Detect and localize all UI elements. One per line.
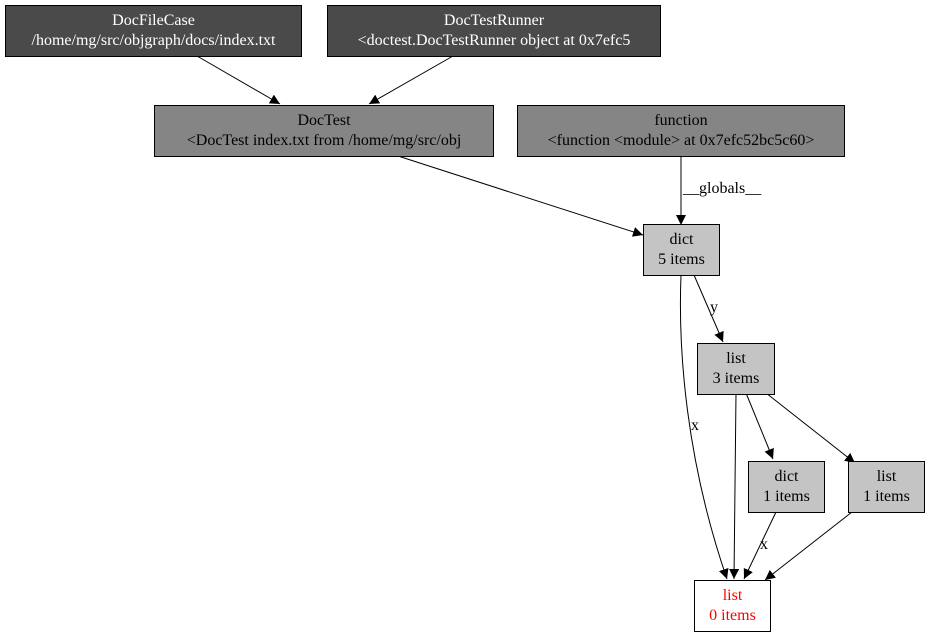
edge-doctestrunner-doctest xyxy=(368,55,454,105)
node-dict-5-items-title: dict xyxy=(669,231,694,248)
node-doctestrunner-detail: <doctest.DocTestRunner object at 0x7efc5 xyxy=(357,32,631,49)
node-list-3-items-detail: 3 items xyxy=(712,370,760,387)
node-list-1-items-detail: 1 items xyxy=(863,488,910,505)
edge-label-globals: __globals__ xyxy=(683,180,762,197)
node-dict-5-items-detail: 5 items xyxy=(658,251,705,268)
node-dict-5-items: dict 5 items xyxy=(643,224,720,276)
edge-label-x-short: x xyxy=(760,536,768,553)
node-doctest-detail: <DocTest index.txt from /home/mg/src/obj xyxy=(186,132,462,149)
edge-label-y: y xyxy=(710,299,718,316)
edge-docfilecase-doctest xyxy=(196,55,281,105)
edge-list3-list0 xyxy=(729,392,740,580)
node-doctest: DocTest <DocTest index.txt from /home/mg… xyxy=(154,105,494,157)
node-list-0-items: list 0 items xyxy=(694,580,771,632)
node-docfilecase: DocFileCase /home/mg/src/objgraph/docs/i… xyxy=(5,5,302,57)
node-doctest-title: DocTest xyxy=(297,112,351,129)
edge-list3-dict1 xyxy=(745,392,774,460)
edge-doctest-dict5 xyxy=(397,155,644,237)
node-dict-1-items: dict 1 items xyxy=(748,461,825,513)
node-list-3-items: list 3 items xyxy=(697,343,775,395)
edge-label-x-long: x xyxy=(691,417,699,434)
edge-dict1-list0 xyxy=(743,511,777,580)
edge-dict5-list3 xyxy=(693,274,724,343)
edge-list1-list0 xyxy=(764,511,853,581)
node-function-detail: <function <module> at 0x7efc52bc5c60> xyxy=(547,132,815,149)
edge-dict5-list0 xyxy=(679,274,729,580)
node-list-1-items-title: list xyxy=(876,468,897,485)
node-list-3-items-title: list xyxy=(726,350,746,367)
edge-list3-list1 xyxy=(765,392,856,464)
node-list-0-items-detail: 0 items xyxy=(709,607,756,624)
node-list-0-items-title: list xyxy=(722,587,743,604)
node-doctestrunner-title: DocTestRunner xyxy=(443,12,545,29)
node-docfilecase-title: DocFileCase xyxy=(112,12,195,29)
node-dict-1-items-detail: 1 items xyxy=(763,488,810,505)
node-docfilecase-detail: /home/mg/src/objgraph/docs/index.txt xyxy=(31,32,276,49)
node-function-title: function xyxy=(654,112,708,129)
node-doctestrunner: DocTestRunner <doctest.DocTestRunner obj… xyxy=(327,5,661,57)
node-function: function <function <module> at 0x7efc52b… xyxy=(517,105,845,157)
node-dict-1-items-title: dict xyxy=(774,468,799,485)
node-list-1-items: list 1 items xyxy=(848,461,925,513)
